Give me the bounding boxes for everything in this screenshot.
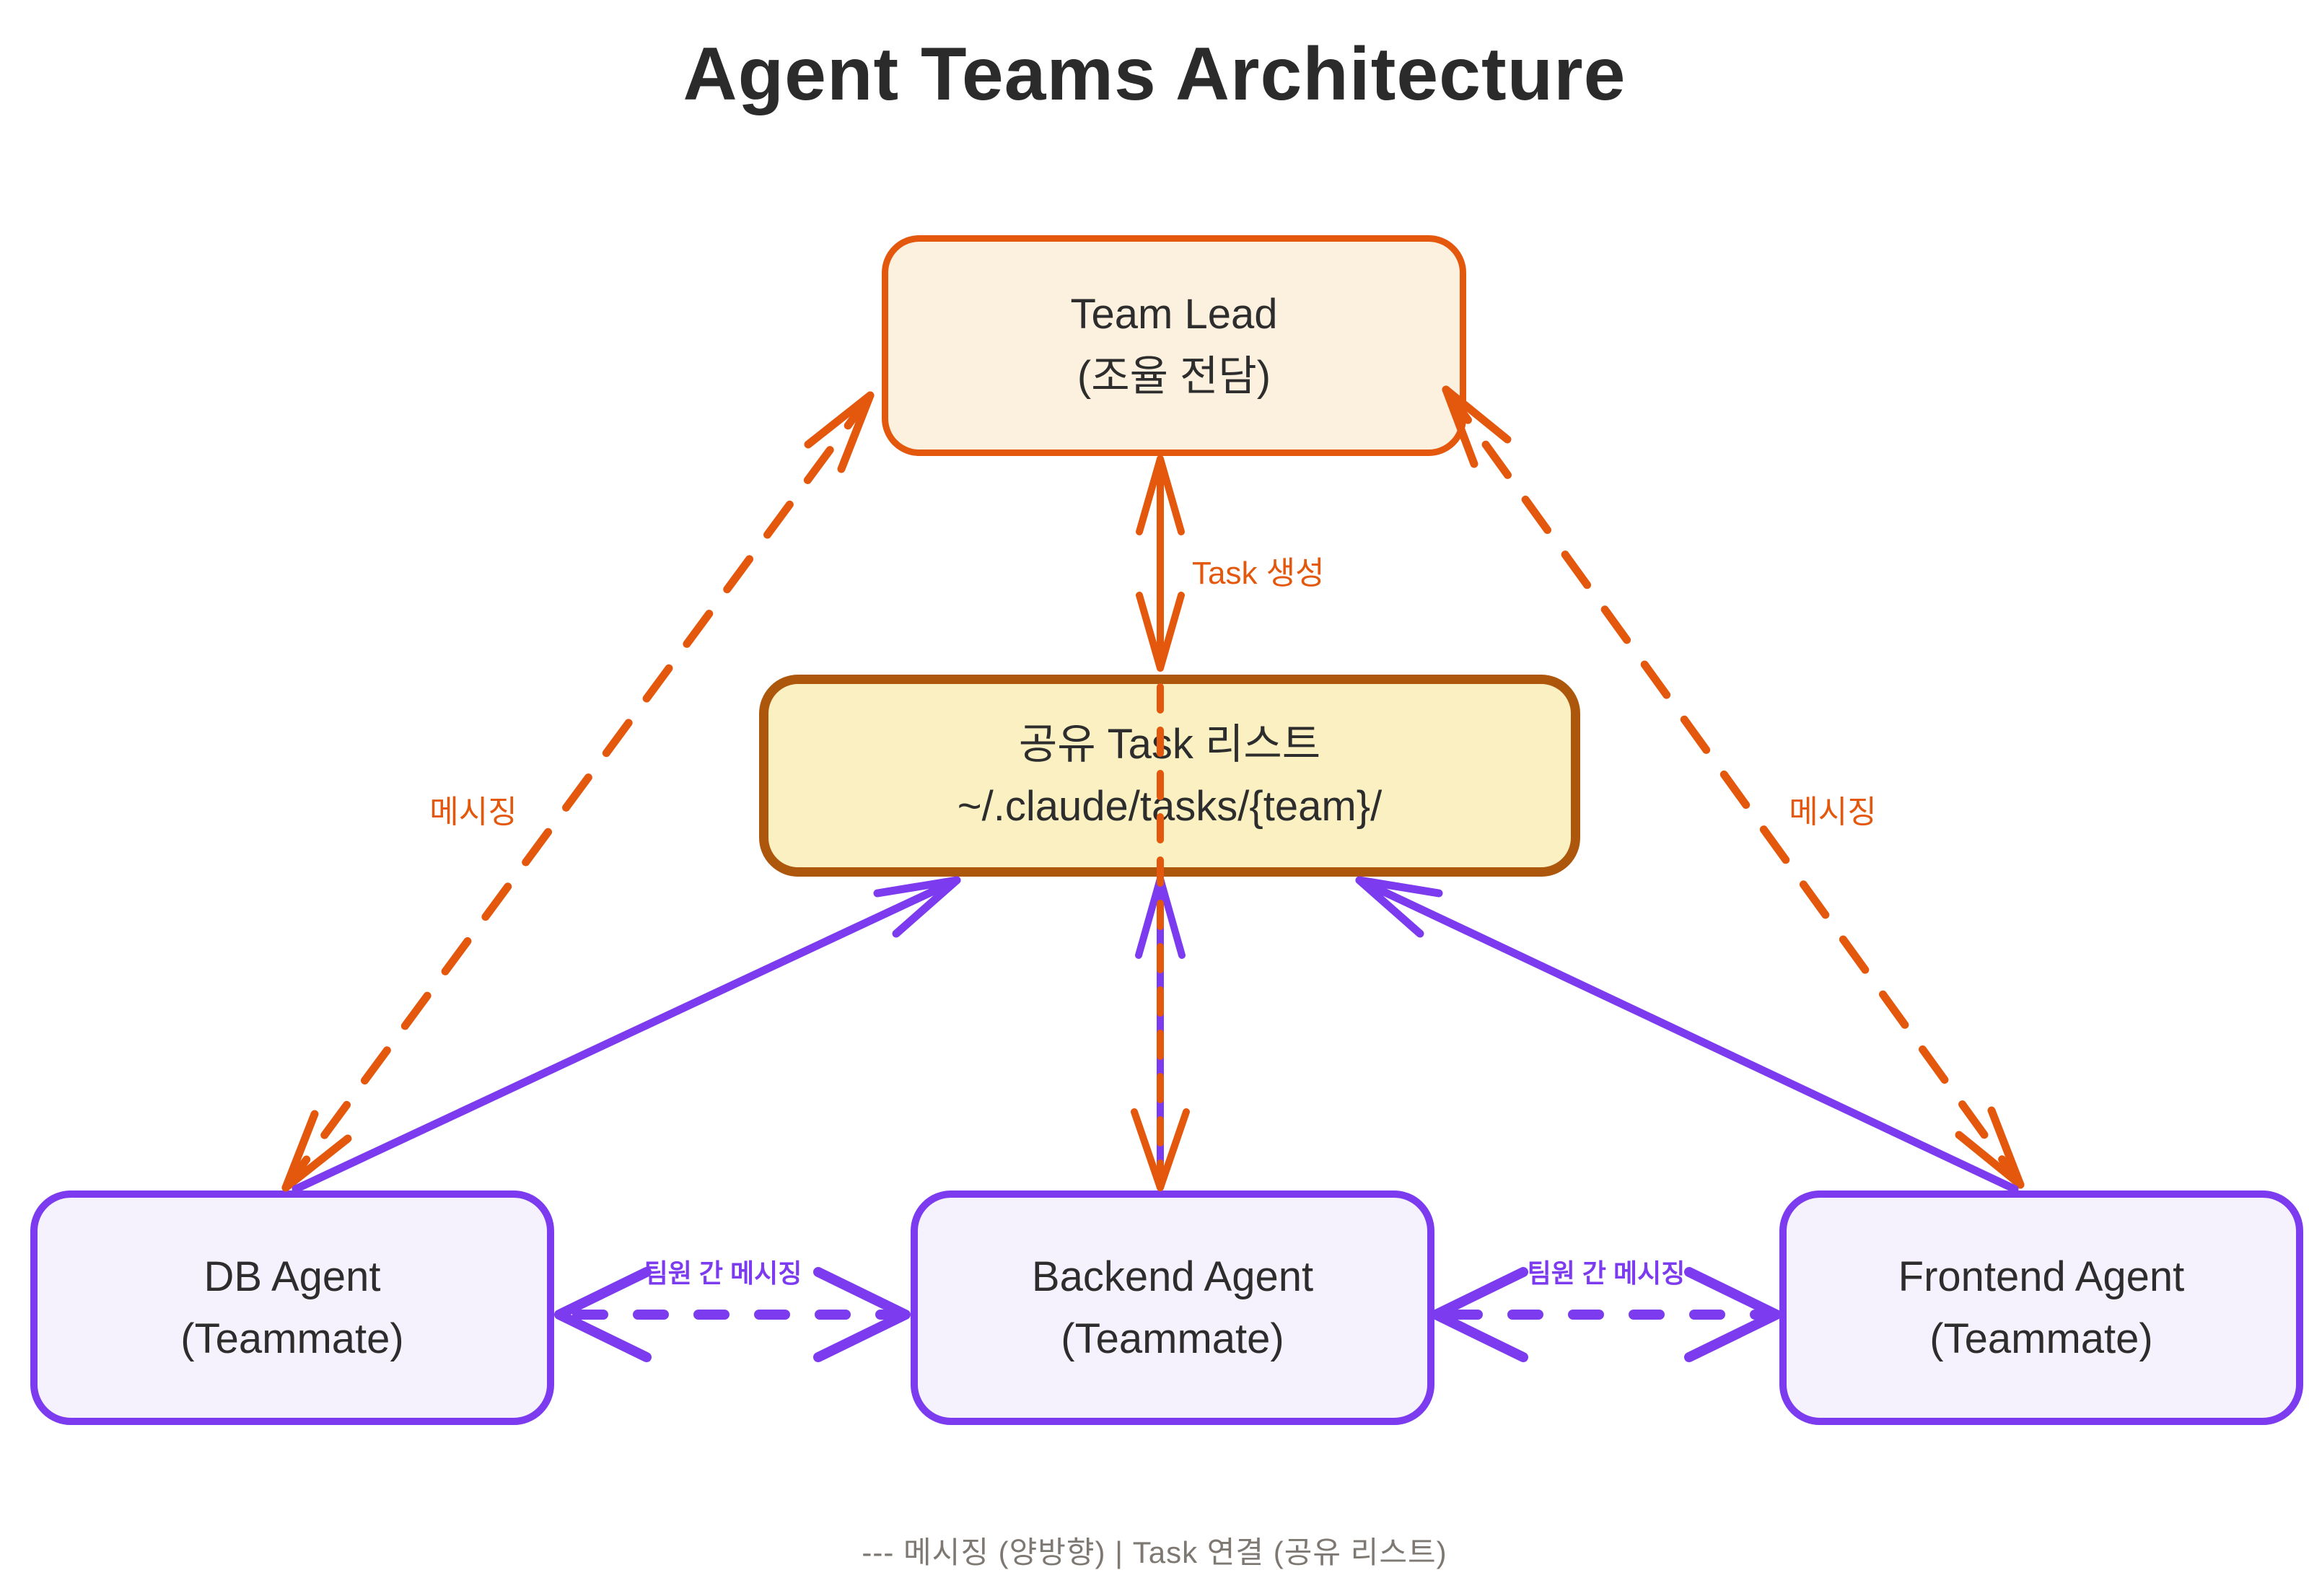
edge-label-task-create: Task 생성 xyxy=(1192,556,1325,591)
edge-messaging-left xyxy=(281,391,875,1192)
node-frontend-agent-subtitle: (Teammate) xyxy=(1929,1315,2153,1362)
edge-task-create xyxy=(1136,455,1185,672)
legend-text: --- 메시징 (양방향) | Task 연결 (공유 리스트) xyxy=(862,1535,1447,1569)
node-shared-task-list-path: ~/.claude/tasks/{team}/ xyxy=(957,783,1383,830)
edge-label-teammate-messaging-left: 팀원 간 메시징 xyxy=(644,1258,802,1288)
node-frontend-agent: Frontend Agent (Teammate) xyxy=(1779,1191,2303,1425)
edge-teammate-messaging-left xyxy=(554,1267,911,1362)
node-team-lead: Team Lead (조율 전담) xyxy=(882,235,1466,456)
node-backend-agent-title: Backend Agent xyxy=(1031,1253,1314,1300)
node-shared-task-list-title: 공유 Task 리스트 xyxy=(1018,721,1321,768)
node-db-agent-subtitle: (Teammate) xyxy=(180,1315,404,1362)
edge-task-link-db xyxy=(292,876,961,1193)
edge-label-messaging-right: 메시징 xyxy=(1789,794,1877,830)
node-shared-task-list: 공유 Task 리스트 ~/.claude/tasks/{team}/ xyxy=(759,675,1580,877)
page-title: Agent Teams Architecture xyxy=(683,32,1626,116)
node-frontend-agent-title: Frontend Agent xyxy=(1898,1253,2185,1300)
node-backend-agent: Backend Agent (Teammate) xyxy=(911,1191,1434,1425)
node-team-lead-subtitle: (조율 전담) xyxy=(1077,353,1271,400)
edge-teammate-messaging-right xyxy=(1431,1267,1782,1362)
node-db-agent-title: DB Agent xyxy=(203,1253,381,1300)
node-team-lead-title: Team Lead xyxy=(1070,291,1278,338)
edge-messaging-right xyxy=(1442,385,2025,1189)
edge-messaging-center xyxy=(1131,683,1190,1191)
edge-label-teammate-messaging-right: 팀원 간 메시징 xyxy=(1527,1258,1686,1288)
edge-label-messaging-left: 메시징 xyxy=(429,794,517,830)
edge-task-link-frontend xyxy=(1355,876,2019,1193)
node-backend-agent-subtitle: (Teammate) xyxy=(1061,1315,1284,1362)
node-db-agent: DB Agent (Teammate) xyxy=(30,1191,554,1425)
